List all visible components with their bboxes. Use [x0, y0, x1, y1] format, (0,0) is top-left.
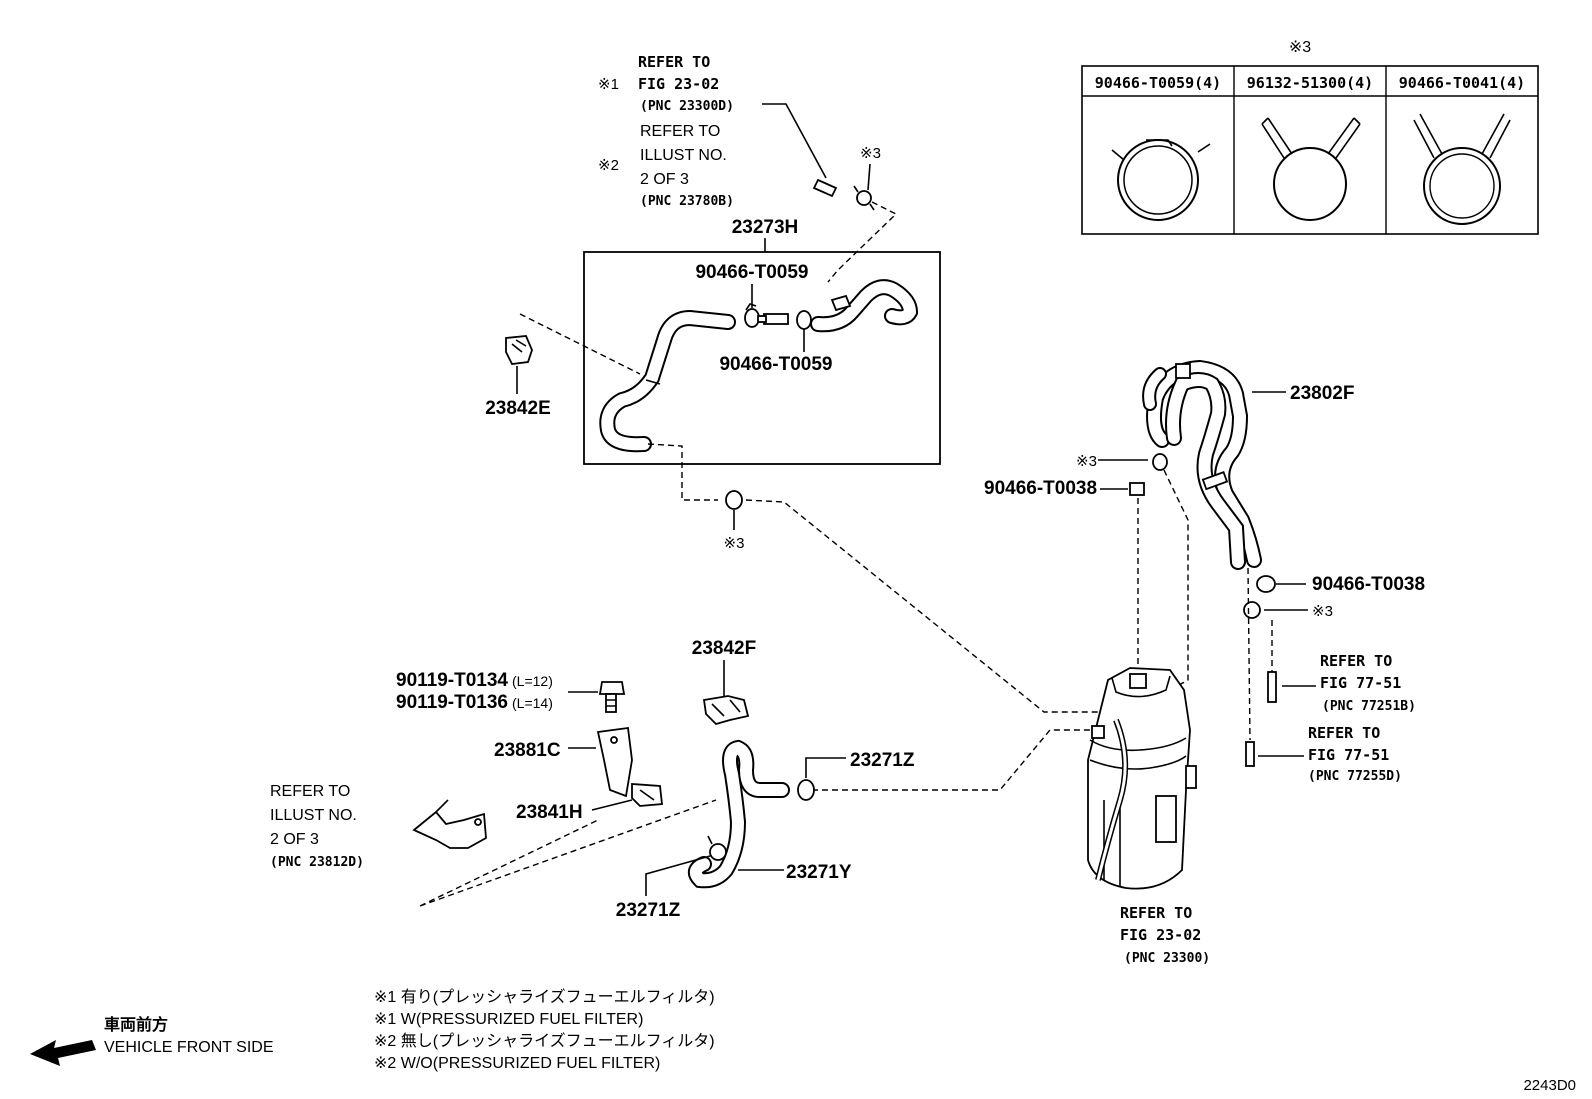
- refer-ill-line3: 2 OF 3: [270, 831, 319, 848]
- clamp-t0038-right-label[interactable]: 90466-T0038: [1312, 574, 1425, 595]
- refer-77d-line1: REFER TO: [1308, 724, 1380, 742]
- top-refer-note: REFER TO ※1 FIG 23-02 (PNC 23300D) REFER…: [598, 53, 838, 209]
- hose-23802f[interactable]: [1142, 359, 1262, 570]
- refer-ill-line2: ILLUST NO.: [270, 807, 357, 824]
- bracket-23842e-label[interactable]: 23842E: [485, 398, 551, 419]
- note-1-jp: ※1 有り(プレッシャライズフューエルフィルタ): [374, 988, 715, 1006]
- refer-leader: [762, 103, 827, 179]
- refer-fig-line1: REFER TO: [1120, 904, 1192, 922]
- fuel-filter-assembly[interactable]: [1087, 667, 1197, 890]
- clip-23271z-top-label[interactable]: 23271Z: [850, 750, 915, 771]
- note3-mid: ※3: [724, 535, 745, 552]
- footnotes: ※1 有り(プレッシャライズフューエルフィルタ) ※1 W(PRESSURIZE…: [374, 988, 715, 1072]
- clamp-drawing-t0059: [1111, 139, 1211, 221]
- refer2-mark: ※2: [598, 157, 619, 174]
- joint-pipe[interactable]: [757, 313, 789, 325]
- bolt-1-length: (L=12): [512, 673, 553, 689]
- hose-left[interactable]: [599, 309, 736, 453]
- clamp-label-b[interactable]: 90466-T0059: [719, 354, 832, 375]
- refer1-line1: REFER TO: [638, 53, 710, 71]
- refer1-line2: FIG 23-02: [638, 75, 719, 93]
- hose-23271y[interactable]: [687, 739, 790, 889]
- refer-77b-line3: (PNC 77251B): [1322, 699, 1416, 714]
- clamp-t0038-left-icon[interactable]: [1129, 482, 1145, 496]
- direction-en: VEHICLE FRONT SIDE: [104, 1039, 274, 1056]
- clamp-a-icon[interactable]: [744, 303, 760, 328]
- table-header-3[interactable]: 90466-T0041(4): [1399, 74, 1525, 92]
- pipe-23812d-icon[interactable]: [412, 799, 487, 849]
- clip-icon-mid[interactable]: [725, 490, 743, 510]
- note3-top: ※3: [860, 145, 881, 162]
- clip-icon-right[interactable]: [1152, 453, 1168, 471]
- clip-23271z-bottom-icon[interactable]: [707, 835, 727, 861]
- note3-right: ※3: [1076, 453, 1097, 470]
- bracket-23842f-icon[interactable]: [702, 695, 750, 726]
- clip-23271z-bottom-label[interactable]: 23271Z: [616, 900, 681, 921]
- refer1-line3: (PNC 23300D): [640, 99, 734, 114]
- bolt-1-label[interactable]: 90119-T0134: [396, 670, 508, 691]
- hose-23271y-label[interactable]: 23271Y: [786, 862, 852, 883]
- refer-77b-line2: FIG 77-51: [1320, 674, 1401, 692]
- refer-fig-line3: (PNC 23300): [1124, 951, 1210, 966]
- bolt-2-length: (L=14): [512, 695, 553, 711]
- hose-23802f-label[interactable]: 23802F: [1290, 383, 1354, 404]
- box-part-number[interactable]: 23273H: [732, 217, 799, 238]
- clamp-drawing-51300: [1261, 117, 1361, 221]
- table-header-1[interactable]: 90466-T0059(4): [1095, 74, 1221, 92]
- refer-ill-line4: (PNC 23812D): [270, 855, 364, 870]
- refer-77d-line3: (PNC 77255D): [1308, 769, 1402, 784]
- refer1-mark: ※1: [598, 76, 619, 93]
- bracket-23842f-label[interactable]: 23842F: [692, 638, 756, 659]
- clamp-t0038-left-label[interactable]: 90466-T0038: [984, 478, 1097, 499]
- table-frame: [1081, 65, 1539, 235]
- refer2-line1: REFER TO: [640, 123, 720, 140]
- refer2-line3: 2 OF 3: [640, 171, 689, 188]
- hose-right[interactable]: [810, 279, 919, 333]
- pipe-stub-77255d: [1245, 741, 1255, 767]
- bolt-icon[interactable]: [598, 681, 626, 713]
- bracket-23841h-icon[interactable]: [631, 783, 663, 807]
- pipe-end-stub: [812, 178, 838, 198]
- clip-icon-top[interactable]: [853, 185, 875, 211]
- dash-top-to-box: [827, 201, 898, 283]
- vehicle-front-direction: 車両前方 VEHICLE FRONT SIDE: [30, 1015, 274, 1066]
- pipe-stub-77251b: [1267, 671, 1277, 703]
- clamp-table: ※3 90466-T0059(4) 96132-51300(4) 90466-T…: [1081, 39, 1539, 235]
- clamp-label-a[interactable]: 90466-T0059: [695, 262, 808, 283]
- note3-right2: ※3: [1312, 603, 1333, 620]
- refer-77b-line1: REFER TO: [1320, 652, 1392, 670]
- bracket-23881c-label[interactable]: 23881C: [494, 740, 561, 761]
- bracket-23841h-label[interactable]: 23841H: [516, 802, 583, 823]
- bolt-2-label[interactable]: 90119-T0136: [396, 692, 508, 713]
- clamp-b-icon[interactable]: [796, 310, 812, 330]
- bracket-23881c-icon[interactable]: [596, 726, 633, 798]
- direction-jp: 車両前方: [104, 1015, 168, 1034]
- refer-ill-line1: REFER TO: [270, 783, 350, 800]
- refer2-line4: (PNC 23780B): [640, 194, 734, 209]
- diagram-code: 2243D0: [1523, 1077, 1576, 1094]
- note-1-en: ※1 W(PRESSURIZED FUEL FILTER): [374, 1011, 643, 1028]
- clamp-t0038-right-icon[interactable]: [1256, 575, 1276, 593]
- refer-fig-line2: FIG 23-02: [1120, 926, 1201, 944]
- note-2-en: ※2 W/O(PRESSURIZED FUEL FILTER): [374, 1055, 660, 1072]
- clamp-drawing-t0041: [1413, 113, 1511, 225]
- clip-icon-right2[interactable]: [1243, 601, 1261, 619]
- refer2-line2: ILLUST NO.: [640, 147, 727, 164]
- note-2-jp: ※2 無し(プレッシャライズフューエルフィルタ): [374, 1032, 715, 1050]
- clip-23271z-top-icon[interactable]: [797, 779, 815, 801]
- table-title: ※3: [1289, 39, 1311, 56]
- table-header-2[interactable]: 96132-51300(4): [1247, 74, 1373, 92]
- refer-77d-line2: FIG 77-51: [1308, 746, 1389, 764]
- bracket-23842e-icon[interactable]: [505, 335, 533, 365]
- hose-assembly-box: [583, 251, 941, 465]
- front-arrow-icon: [30, 1040, 96, 1066]
